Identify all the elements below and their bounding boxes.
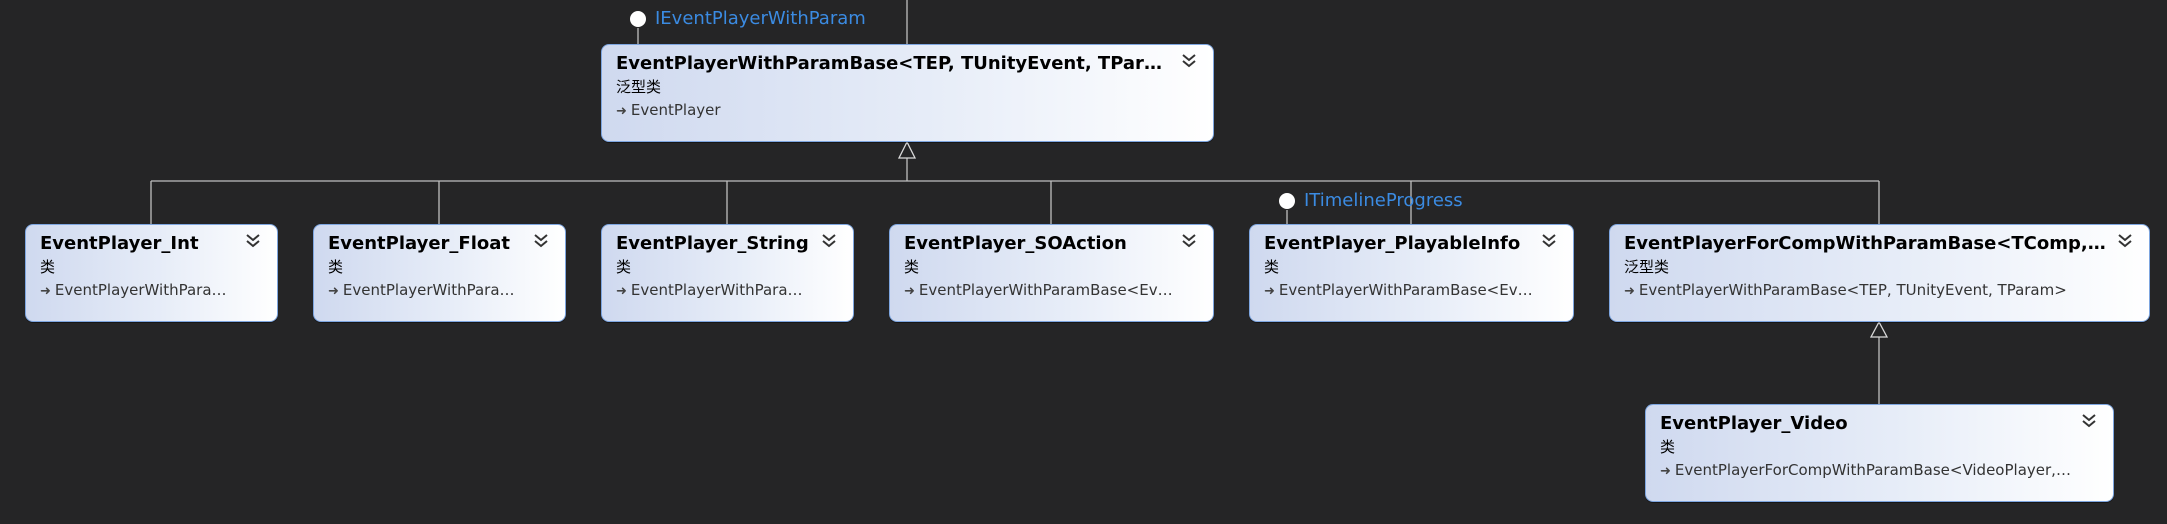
- expand-chevron-icon[interactable]: [819, 231, 839, 251]
- class-box-eventplayer-int[interactable]: EventPlayer_Int 类 ➜EventPlayerWithParamB…: [25, 224, 278, 322]
- class-base-row: ➜EventPlayerWithParamBase<TEP, TUnityEve…: [1624, 278, 2109, 304]
- inherits-arrow-icon: ➜: [1660, 464, 1671, 479]
- class-kind: 类: [616, 258, 632, 276]
- class-base: EventPlayerWithParamBase<Even...: [918, 281, 1173, 299]
- class-kind: 泛型类: [616, 78, 662, 96]
- lollipop-icon: [1279, 192, 1295, 209]
- class-title: EventPlayer_Video: [1660, 413, 1848, 434]
- inherits-arrow-icon: ➜: [328, 284, 339, 299]
- inherits-arrow-icon: ➜: [904, 284, 915, 299]
- expand-chevron-icon[interactable]: [1179, 51, 1199, 71]
- class-base-row: ➜EventPlayerWithParamBase<Even...: [904, 278, 1173, 304]
- class-title: EventPlayerForCompWithParamBase<TComp, T…: [1624, 233, 2109, 254]
- class-kind: 类: [1660, 438, 1676, 456]
- expand-chevron-icon[interactable]: [1539, 231, 1559, 251]
- class-base-row: ➜EventPlayerWithParamB...: [616, 278, 813, 304]
- inherits-arrow-icon: ➜: [616, 284, 627, 299]
- inherits-arrow-icon: ➜: [1624, 284, 1635, 299]
- class-title: EventPlayer_String: [616, 233, 809, 254]
- class-kind: 泛型类: [1624, 258, 1670, 276]
- class-box-eventplayer-soaction[interactable]: EventPlayer_SOAction 类 ➜EventPlayerWithP…: [889, 224, 1214, 322]
- class-base: EventPlayerWithParamB...: [342, 281, 525, 299]
- class-title: EventPlayer_PlayableInfo: [1264, 233, 1521, 254]
- inheritance-arrow-base: [897, 140, 917, 159]
- expand-chevron-icon[interactable]: [243, 231, 263, 251]
- class-base: EventPlayerWithParamBase<TEP, TUnityEven…: [1638, 281, 2067, 299]
- class-box-eventplayer-video[interactable]: EventPlayer_Video 类 ➜EventPlayerForCompW…: [1645, 404, 2114, 502]
- class-title: EventPlayerWithParamBase<TEP, TUnityEven…: [616, 53, 1173, 74]
- interface-lollipop-itimelineprogress[interactable]: ITimelineProgress: [1279, 190, 1463, 211]
- class-title: EventPlayer_SOAction: [904, 233, 1127, 254]
- expand-chevron-icon[interactable]: [531, 231, 551, 251]
- inheritance-arrow-forcomp: [1869, 320, 1889, 338]
- class-base: EventPlayerWithParamB...: [54, 281, 237, 299]
- class-box-eventplayerwithparambase[interactable]: EventPlayerWithParamBase<TEP, TUnityEven…: [601, 44, 1214, 142]
- class-base-row: ➜EventPlayerForCompWithParamBase<VideoPl…: [1660, 458, 2073, 484]
- class-base-row: ➜EventPlayerWithParamBase<Even...: [1264, 278, 1533, 304]
- interface-label: ITimelineProgress: [1304, 190, 1463, 211]
- inherits-arrow-icon: ➜: [616, 104, 627, 119]
- inherits-arrow-icon: ➜: [1264, 284, 1275, 299]
- class-box-eventplayerforcompwithparambase[interactable]: EventPlayerForCompWithParamBase<TComp, T…: [1609, 224, 2150, 322]
- expand-chevron-icon[interactable]: [2079, 411, 2099, 431]
- class-base: EventPlayerForCompWithParamBase<VideoPla…: [1674, 461, 2073, 479]
- interface-lollipop-ieventplayerwithparam[interactable]: IEventPlayerWithParam: [630, 8, 866, 29]
- class-base-row: ➜EventPlayerWithParamB...: [40, 278, 237, 304]
- class-base: EventPlayer: [630, 101, 721, 119]
- class-base: EventPlayerWithParamBase<Even...: [1278, 281, 1533, 299]
- lollipop-icon: [630, 10, 646, 27]
- class-box-eventplayer-float[interactable]: EventPlayer_Float 类 ➜EventPlayerWithPara…: [313, 224, 566, 322]
- class-kind: 类: [40, 258, 56, 276]
- expand-chevron-icon[interactable]: [2115, 231, 2135, 251]
- class-kind: 类: [328, 258, 344, 276]
- class-box-eventplayer-string[interactable]: EventPlayer_String 类 ➜EventPlayerWithPar…: [601, 224, 854, 322]
- class-title: EventPlayer_Int: [40, 233, 199, 254]
- class-base-row: ➜EventPlayer: [616, 98, 1173, 124]
- class-kind: 类: [904, 258, 920, 276]
- expand-chevron-icon[interactable]: [1179, 231, 1199, 251]
- inherits-arrow-icon: ➜: [40, 284, 51, 299]
- interface-label: IEventPlayerWithParam: [655, 8, 866, 29]
- class-kind: 类: [1264, 258, 1280, 276]
- class-base-row: ➜EventPlayerWithParamB...: [328, 278, 525, 304]
- class-base: EventPlayerWithParamB...: [630, 281, 813, 299]
- class-box-eventplayer-playableinfo[interactable]: EventPlayer_PlayableInfo 类 ➜EventPlayerW…: [1249, 224, 1574, 322]
- class-title: EventPlayer_Float: [328, 233, 511, 254]
